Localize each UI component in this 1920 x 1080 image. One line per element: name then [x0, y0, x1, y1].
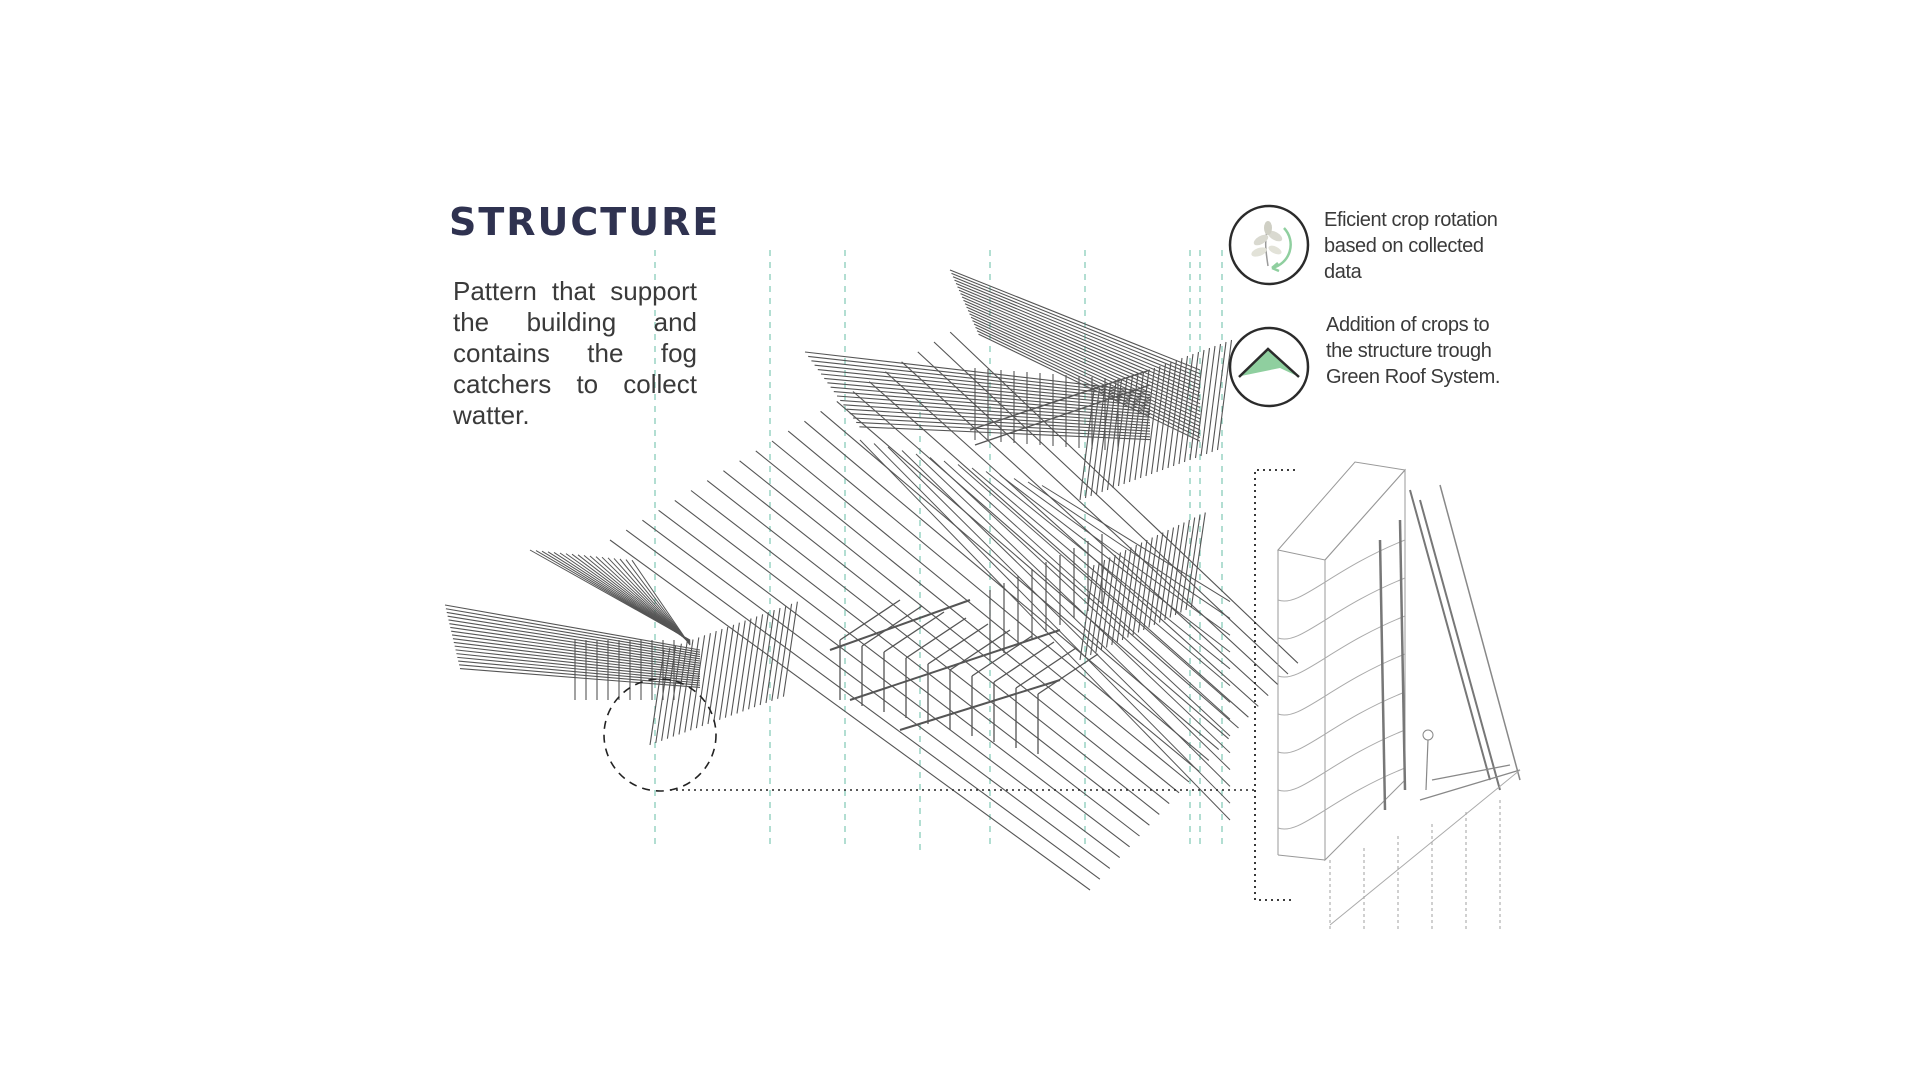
lower-roof-slats — [444, 549, 701, 688]
upper-fog-catcher-frame — [969, 339, 1233, 501]
legend-text-crop-rotation: Eficient crop rotation based on collecte… — [1324, 209, 1498, 283]
human-figure — [1422, 729, 1434, 741]
green-roof-icon — [1228, 326, 1310, 408]
structure-description: Pattern that support the building and co… — [453, 276, 697, 430]
middle-long-beams — [609, 331, 1299, 891]
legend-text-green-roof: Addition of crops to the structure troug… — [1326, 314, 1500, 388]
middle-truss-frame — [829, 512, 1206, 754]
detail-callout — [603, 469, 1295, 901]
section-bracket — [1254, 469, 1295, 901]
upper-roof-slats — [804, 269, 1201, 442]
lower-fog-catcher-frame — [574, 601, 798, 746]
page-title: STRUCTURE — [449, 200, 721, 244]
detail-circle — [603, 678, 717, 792]
crop-rotation-icon — [1228, 204, 1310, 286]
section-detail-drawing — [1277, 461, 1521, 930]
